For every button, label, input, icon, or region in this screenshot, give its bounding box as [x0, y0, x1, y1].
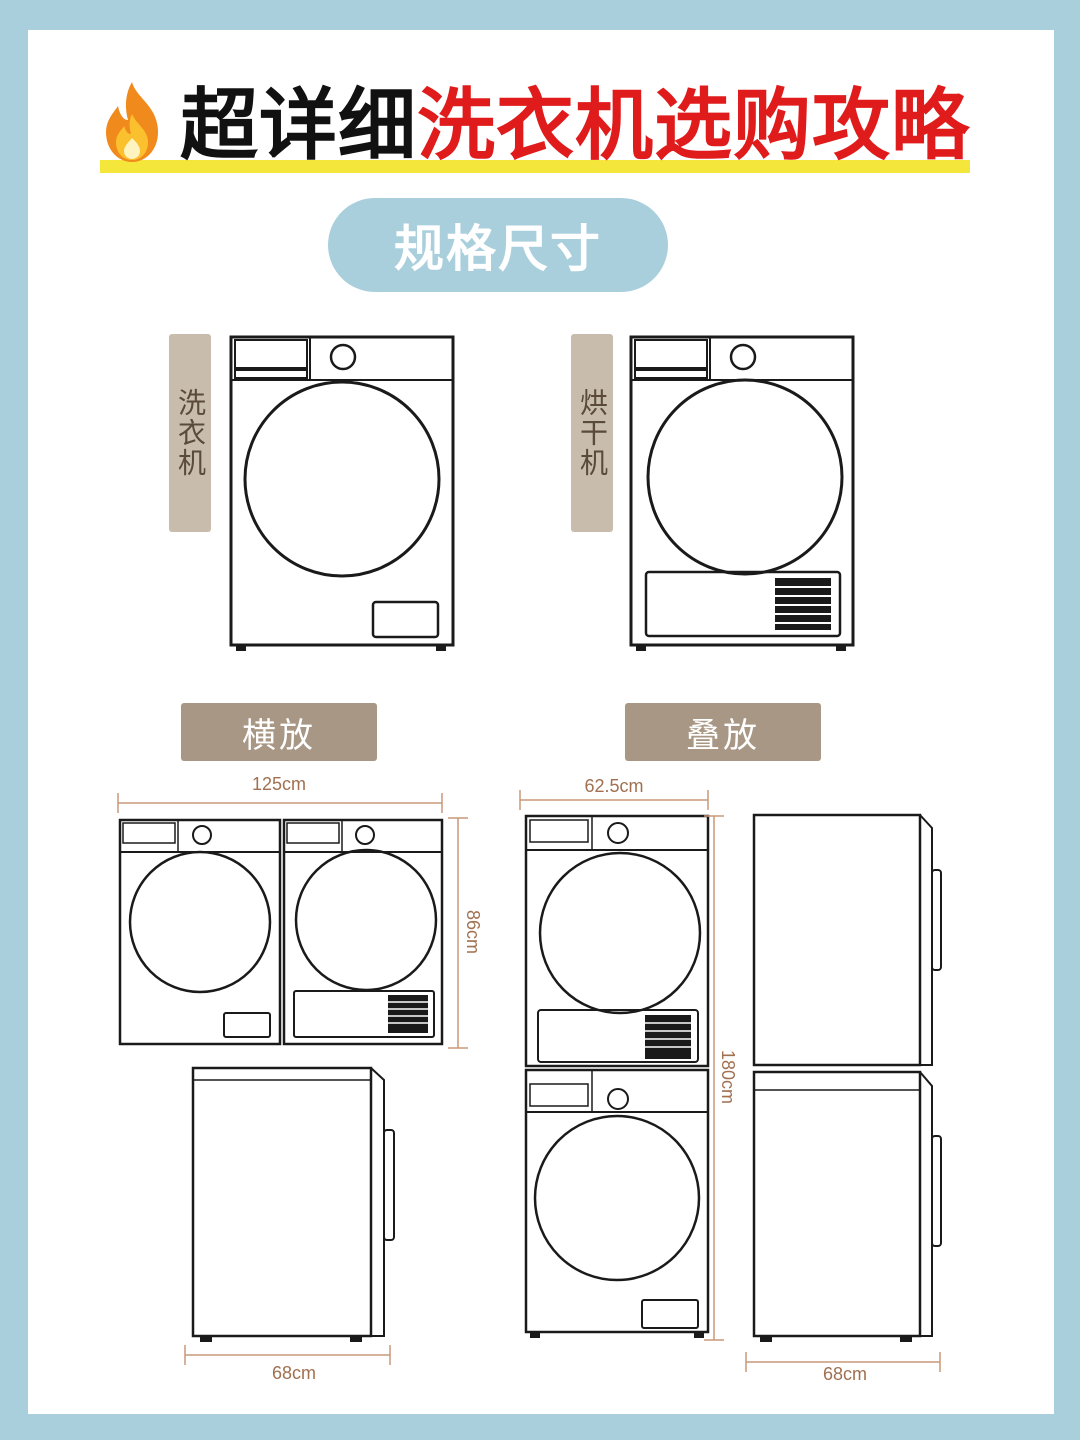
- stacked-front-drawing: [519, 790, 724, 1341]
- title-black: 超详细: [180, 81, 418, 171]
- dim-stack-height: 180cm: [718, 1050, 738, 1104]
- side-by-side-drawing: [117, 793, 468, 1049]
- side-by-side-label: 横放: [181, 703, 377, 761]
- dim-side-height: 86cm: [463, 910, 483, 954]
- dim-side-width: 125cm: [252, 774, 306, 794]
- title-highlight: [100, 160, 970, 173]
- section-pill: 规格尺寸: [328, 198, 668, 292]
- page-title: 超详细洗衣机选购攻略: [180, 80, 970, 172]
- washer-front-drawing: [229, 335, 455, 651]
- dim-stack-width: 62.5cm: [584, 776, 643, 796]
- side-view-left-drawing: [184, 1066, 395, 1365]
- stacked-label: 叠放: [625, 703, 821, 761]
- dryer-label: 烘干机: [571, 334, 613, 532]
- title-red: 洗衣机选购攻略: [417, 81, 971, 171]
- dim-side-depth: 68cm: [272, 1363, 316, 1383]
- fire-icon: [106, 82, 158, 162]
- dryer-front-drawing: [629, 335, 855, 651]
- stacked-side-view-drawing: [745, 813, 942, 1372]
- dim-stack-depth: 68cm: [823, 1364, 867, 1384]
- washer-label: 洗衣机: [169, 334, 211, 532]
